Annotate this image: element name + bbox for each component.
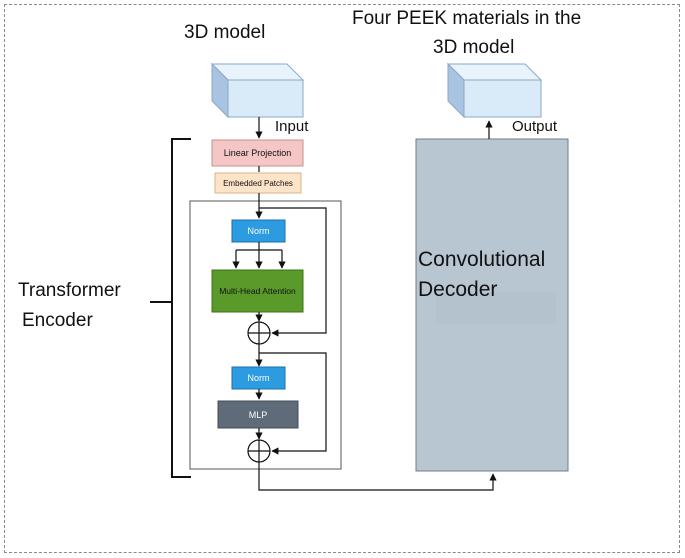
decoder-label-line2: Decoder bbox=[418, 278, 498, 301]
add-node-1 bbox=[247, 321, 271, 345]
attention-box bbox=[211, 269, 304, 313]
embedded-patches-label: Embedded Patches bbox=[223, 178, 293, 188]
output-title-line2: 3D model bbox=[433, 37, 515, 58]
linear-projection-label: Linear Projection bbox=[223, 148, 292, 158]
output-cube bbox=[446, 62, 543, 119]
residual-connection-1 bbox=[259, 207, 327, 337]
encoder-label-line1: Transformer bbox=[18, 280, 121, 301]
input-title: 3D model bbox=[184, 22, 266, 43]
embedded-patches-box bbox=[214, 172, 302, 194]
mlp-box bbox=[217, 400, 299, 429]
input-label: Input bbox=[275, 118, 309, 135]
input-cube bbox=[210, 62, 305, 119]
linear-projection-box bbox=[211, 139, 304, 167]
output-title-line1: Four PEEK materials in the bbox=[352, 8, 582, 29]
decoder-label-line1: Convolutional bbox=[418, 248, 546, 271]
encoder-block-outline bbox=[189, 200, 342, 470]
residual-connection-2 bbox=[259, 352, 327, 455]
diagram-frame bbox=[4, 4, 680, 553]
mlp-label: MLP bbox=[248, 409, 268, 420]
add-node-2 bbox=[247, 439, 271, 463]
norm1-label: Norm bbox=[247, 226, 270, 236]
encoder-bracket bbox=[171, 138, 191, 478]
output-label: Output bbox=[512, 118, 558, 135]
norm2-label: Norm bbox=[247, 373, 270, 383]
decoder-shade bbox=[436, 292, 556, 324]
encoder-to-decoder-arrow bbox=[258, 462, 497, 491]
encoder-label-line2: Encoder bbox=[22, 310, 93, 331]
attention-label: Multi-Head Attention bbox=[219, 286, 296, 296]
